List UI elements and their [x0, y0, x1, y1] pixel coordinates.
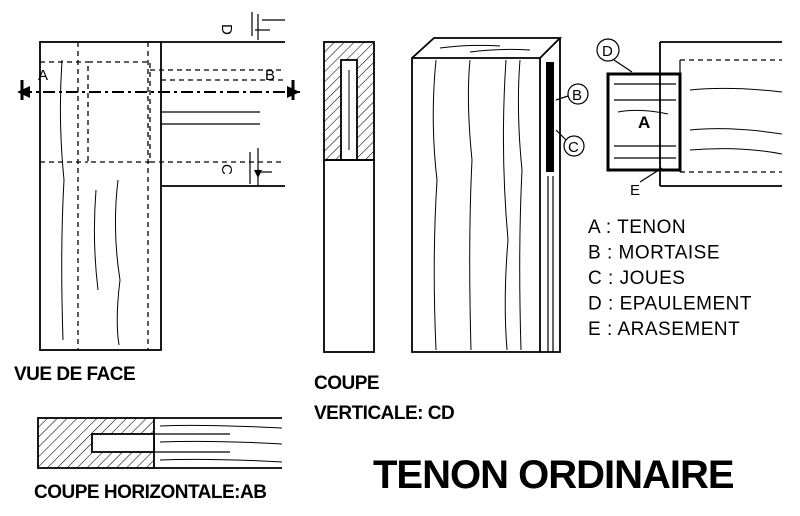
legend-key: E [588, 319, 601, 340]
legend-item-epaulement: D : EPAULEMENT [588, 294, 752, 315]
perspective-marker-b: B [572, 87, 582, 104]
vertical-section-caption-line2: VERTICALE: CD [314, 403, 454, 424]
legend-separator: : [602, 294, 619, 315]
legend-separator: : [601, 319, 617, 340]
legend-label: EPAULEMENT [620, 294, 752, 315]
legend-separator: : [602, 268, 619, 289]
legend-label: JOUES [620, 268, 686, 289]
front-marker-d: D [218, 24, 235, 35]
legend-item-arasement: E : ARASEMENT [588, 319, 740, 340]
front-marker-a: A [38, 67, 48, 84]
front-marker-c: C [218, 164, 235, 175]
legend: A : TENON B : MORTAISE C : JOUES D : EPAULE… [588, 217, 752, 340]
legend-item-tenon: A : TENON [588, 217, 686, 238]
legend-item-joues: C : JOUES [588, 268, 685, 289]
legend-label: TENON [617, 217, 686, 238]
legend-label: MORTAISE [619, 243, 720, 264]
perspective-view: B C [411, 37, 589, 353]
diagram-title: TENON ORDINAIRE [373, 453, 734, 497]
detail-marker-e: E [630, 182, 640, 199]
legend-key: C [588, 268, 602, 289]
detail-marker-a: A [638, 113, 650, 132]
front-marker-b: B [265, 67, 275, 84]
front-view: A B D C [17, 12, 300, 351]
legend-key: B [588, 243, 601, 264]
front-view-caption: VUE DE FACE [14, 364, 135, 385]
legend-key: D [588, 294, 602, 315]
legend-separator: : [600, 217, 617, 238]
vertical-section-caption-line1: COUPE [314, 373, 379, 394]
detail-view: D A E [596, 38, 783, 199]
horizontal-section [37, 417, 283, 469]
vertical-section [323, 41, 375, 353]
perspective-marker-c: C [568, 139, 579, 156]
horizontal-section-caption: COUPE HORIZONTALE:AB [34, 482, 266, 503]
detail-marker-d: D [602, 43, 613, 60]
legend-label: ARASEMENT [617, 319, 740, 340]
legend-key: A [588, 217, 601, 238]
legend-item-mortaise: B : MORTAISE [588, 243, 720, 264]
legend-separator: : [601, 243, 618, 264]
